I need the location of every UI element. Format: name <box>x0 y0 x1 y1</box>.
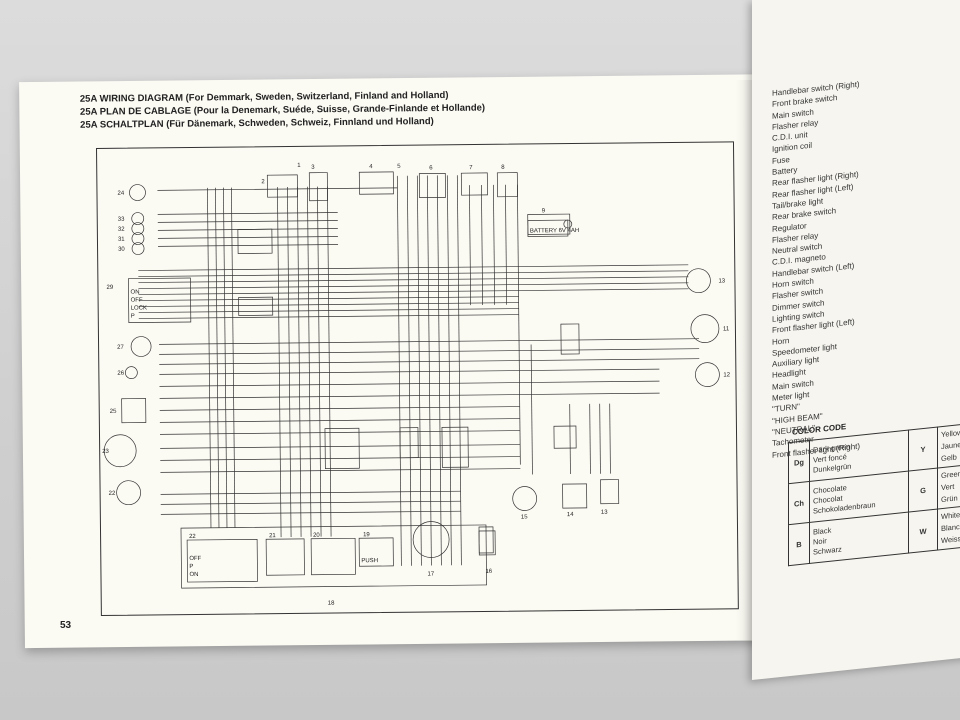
color-abbr: B <box>788 522 810 566</box>
component-number: 31 <box>118 237 125 243</box>
component-number: 23 <box>102 449 109 455</box>
component-number: 21 <box>269 533 276 539</box>
switch-row-label: OFF <box>131 298 143 304</box>
component-number: 11 <box>723 326 730 332</box>
component-number: 15 <box>521 514 528 520</box>
component-number: 13 <box>601 510 608 516</box>
color-code-letter: W <box>908 509 938 554</box>
component-number: 33 <box>118 217 125 223</box>
component-number: 13 <box>718 278 725 284</box>
page-number: 53 <box>60 620 72 631</box>
color-code-letter: Y <box>908 427 938 472</box>
component-number: 2 <box>261 179 265 185</box>
switch-row-label: P <box>189 564 193 570</box>
component-number: 12 <box>723 372 730 378</box>
component-number: 9 <box>542 208 546 214</box>
component-number: 5 <box>397 164 401 170</box>
wiring-diagram: 24 33 32 31 30 29 27 26 25 23 22 13 11 1… <box>102 163 731 607</box>
component-number: 29 <box>106 285 113 291</box>
component-legend: Handlebar switch (Right)Front brake swit… <box>772 65 960 461</box>
component-number: 22 <box>189 534 196 540</box>
component-number: 1 <box>297 163 301 169</box>
color-name: White <box>941 510 960 522</box>
switch-row-label: ON <box>130 290 139 296</box>
component-number: 7 <box>469 165 473 171</box>
component-number: 16 <box>485 569 492 575</box>
component-number: 22 <box>109 491 116 497</box>
component-number: 17 <box>427 571 434 577</box>
color-abbr: Dg <box>788 440 810 484</box>
component-number: 19 <box>363 532 370 538</box>
component-number: 26 <box>117 371 124 377</box>
color-abbr: Ch <box>788 481 810 525</box>
push-label: PUSH <box>361 558 378 564</box>
component-number: 30 <box>118 247 125 253</box>
color-name: Yellow <box>941 427 960 440</box>
component-number: 20 <box>313 533 320 539</box>
component-number: 6 <box>429 165 433 171</box>
switch-row-label: P <box>131 314 135 320</box>
battery-label: BATTERY 6V 4AH <box>530 228 579 235</box>
component-number: 4 <box>369 164 373 170</box>
component-number: 3 <box>311 165 315 171</box>
diagram-titles: 25A WIRING DIAGRAM (For Demmark, Sweden,… <box>80 87 600 131</box>
component-number: 8 <box>501 165 505 171</box>
color-name: Green <box>941 468 960 481</box>
component-number: 14 <box>567 512 574 518</box>
right-page: Handlebar switch (Right)Front brake swit… <box>752 0 960 681</box>
component-number: 32 <box>118 227 125 233</box>
switch-row-label: LOCK <box>131 305 147 311</box>
component-number: 25 <box>110 409 117 415</box>
wiring-diagram-frame: 24 33 32 31 30 29 27 26 25 23 22 13 11 1… <box>96 141 739 616</box>
component-number: 24 <box>117 191 124 197</box>
switch-row-label: OFF <box>189 556 201 562</box>
color-code-letter: G <box>908 468 938 513</box>
component-number: 18 <box>328 601 335 607</box>
switch-row-label: ON <box>189 572 198 578</box>
component-number: 27 <box>117 345 124 351</box>
